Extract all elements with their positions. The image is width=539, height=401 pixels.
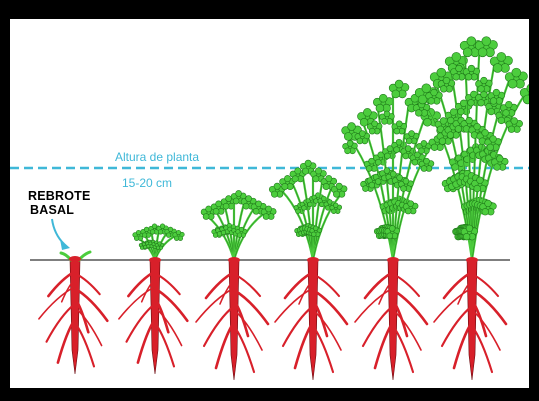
height-label: Altura de planta xyxy=(115,150,199,164)
plant-stages xyxy=(39,37,529,380)
taproot xyxy=(467,260,477,380)
root-system xyxy=(119,260,187,374)
root-system xyxy=(196,260,268,380)
height-range-label: 15-20 cm xyxy=(122,176,172,190)
plant-growth-diagram: Altura de planta 15-20 cm REBROTE BASAL xyxy=(10,19,529,388)
root-branch xyxy=(355,288,393,322)
root-crown xyxy=(228,257,240,263)
root-system xyxy=(39,260,107,374)
root-system xyxy=(434,260,506,380)
shoot xyxy=(269,160,347,260)
leaf-cluster xyxy=(500,101,517,116)
shoot xyxy=(201,190,276,260)
basal-arrow xyxy=(52,219,64,244)
root-branch xyxy=(393,310,421,350)
root-system xyxy=(355,260,427,380)
leaf-cluster xyxy=(389,80,409,98)
root-branch xyxy=(119,287,155,319)
root-branch xyxy=(204,306,234,346)
root-branch xyxy=(275,288,313,322)
plant-stage-6 xyxy=(413,37,529,380)
taproot xyxy=(150,260,160,374)
root-system xyxy=(275,260,347,380)
plant-stage-2 xyxy=(119,224,187,374)
root-branch xyxy=(472,310,500,350)
shoot xyxy=(342,80,457,260)
leaf-cluster xyxy=(404,131,419,144)
root-branch xyxy=(363,306,393,346)
root-branch xyxy=(283,306,313,346)
taproot xyxy=(388,260,398,380)
taproot xyxy=(70,260,80,374)
root-crown xyxy=(387,257,399,263)
root-branch xyxy=(39,287,75,319)
shoot xyxy=(133,224,185,260)
root-branch xyxy=(313,310,341,350)
root-crown xyxy=(69,256,81,262)
root-branch xyxy=(47,304,76,342)
plant-stage-1 xyxy=(39,252,107,374)
basal-label-line1: REBROTE xyxy=(28,189,91,203)
leaf-cluster xyxy=(373,94,393,112)
root-crown xyxy=(466,257,478,263)
root-branch xyxy=(442,306,472,346)
diagram-panel: Altura de planta 15-20 cm REBROTE BASAL xyxy=(10,19,529,388)
root-crown xyxy=(307,257,319,263)
leaf-cluster xyxy=(343,140,358,153)
basal-label-line2: BASAL xyxy=(30,203,74,217)
taproot xyxy=(229,260,239,380)
root-crown xyxy=(149,257,161,263)
taproot xyxy=(308,260,318,380)
leaf-cluster xyxy=(475,37,497,57)
root-branch xyxy=(434,288,472,322)
root-branch xyxy=(196,288,234,322)
root-branch xyxy=(234,310,262,350)
plant-stage-3 xyxy=(196,190,276,380)
basal-arrow-head xyxy=(60,239,70,250)
root-branch xyxy=(127,304,156,342)
plant-stage-4 xyxy=(269,160,347,380)
